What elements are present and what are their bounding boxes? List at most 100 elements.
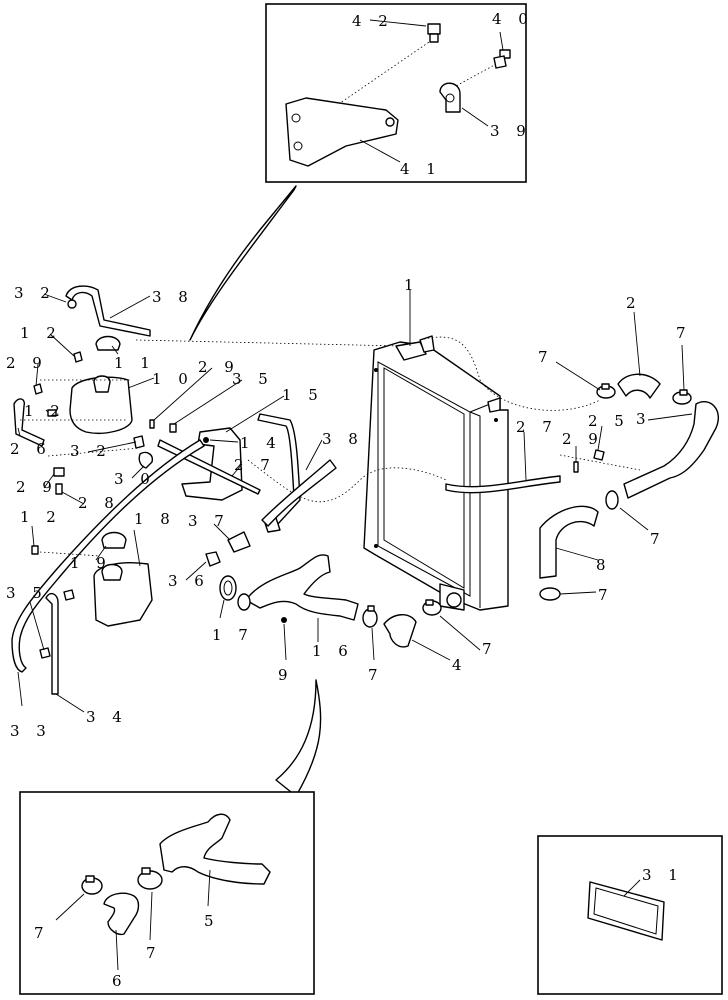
seal-31 bbox=[587, 881, 665, 941]
label-9: 9 bbox=[278, 666, 294, 684]
label-17: 1 7 bbox=[212, 626, 254, 644]
label-12: 1 2 bbox=[20, 324, 62, 342]
bottom-inset-hose-detail: 5 6 7 7 bbox=[19, 791, 315, 995]
label-39: 3 9 bbox=[490, 122, 532, 140]
hose-clamp-17 bbox=[219, 575, 237, 601]
label-7: 7 bbox=[368, 666, 384, 684]
leader bbox=[231, 463, 243, 477]
leader bbox=[61, 491, 85, 505]
label-31: 3 1 bbox=[642, 866, 684, 884]
hose-clamp-7 bbox=[422, 599, 442, 616]
fitting-12 bbox=[47, 409, 57, 417]
bolt-40 bbox=[493, 49, 511, 69]
label-32: 3 2 bbox=[70, 442, 112, 460]
fitting-29 bbox=[33, 383, 43, 395]
cap-11 bbox=[95, 335, 121, 351]
label-33: 3 3 bbox=[10, 722, 52, 740]
label-41: 4 1 bbox=[400, 160, 442, 178]
leader bbox=[153, 367, 213, 421]
hose-clamp-7 bbox=[596, 383, 616, 399]
hose-4 bbox=[383, 614, 417, 648]
bottom-right-inset-seal-detail: 3 1 bbox=[537, 835, 723, 995]
fitting-35 bbox=[169, 423, 177, 433]
elbow-hose-6 bbox=[103, 892, 140, 936]
leader bbox=[559, 591, 597, 595]
label-26: 2 6 bbox=[10, 440, 52, 458]
label-11: 1 1 bbox=[114, 354, 156, 372]
leader bbox=[461, 107, 489, 127]
hose-8-lower bbox=[539, 505, 599, 579]
bracket-14 bbox=[181, 427, 243, 501]
tube-33 bbox=[11, 439, 205, 673]
label-19: 1 9 bbox=[70, 554, 112, 572]
leader bbox=[55, 693, 85, 713]
leader bbox=[597, 425, 603, 451]
leader bbox=[359, 139, 401, 163]
cap-19 bbox=[101, 531, 127, 549]
label-7: 7 bbox=[650, 530, 666, 548]
label-12: 1 2 bbox=[24, 402, 66, 420]
label-2: 2 bbox=[626, 294, 642, 312]
leader bbox=[49, 333, 75, 357]
label-10: 1 0 bbox=[152, 370, 194, 388]
alignment-line bbox=[419, 336, 601, 411]
leader bbox=[523, 431, 527, 481]
fitting-28 bbox=[55, 483, 63, 495]
leader bbox=[283, 623, 287, 661]
leader bbox=[439, 615, 481, 651]
fitting-12 bbox=[31, 545, 39, 555]
leader bbox=[219, 599, 225, 619]
tube-27-right bbox=[445, 475, 561, 494]
leader bbox=[173, 379, 243, 425]
clamp-39 bbox=[439, 82, 461, 113]
fitting-37 bbox=[227, 531, 251, 553]
leader bbox=[31, 525, 35, 547]
label-29: 2 9 bbox=[562, 430, 604, 448]
fitting-12 bbox=[73, 351, 83, 363]
alignment-line bbox=[329, 39, 433, 111]
label-38: 3 8 bbox=[322, 430, 364, 448]
tube-34 bbox=[45, 592, 59, 695]
label-7: 7 bbox=[34, 924, 50, 942]
label-7: 7 bbox=[598, 586, 614, 604]
label-7: 7 bbox=[538, 348, 554, 366]
leader bbox=[109, 295, 151, 319]
clamp-35 bbox=[39, 647, 51, 659]
fitting-29 bbox=[149, 419, 155, 429]
label-29: 2 9 bbox=[198, 358, 240, 376]
leader bbox=[43, 473, 55, 489]
reservoir-cap-neck bbox=[101, 563, 123, 581]
reservoir-cap-neck bbox=[93, 375, 111, 393]
leader bbox=[225, 395, 285, 433]
top-inset-bracket-detail: 4 2 4 0 3 9 4 1 bbox=[265, 3, 534, 183]
hose-clamp-7 bbox=[237, 593, 251, 611]
leader bbox=[185, 561, 207, 581]
leader bbox=[633, 311, 641, 377]
hose-2-elbow bbox=[617, 373, 661, 399]
alignment-line bbox=[135, 339, 401, 347]
leader bbox=[43, 293, 67, 303]
hose-clamp-7 bbox=[605, 490, 619, 510]
leader bbox=[207, 869, 211, 907]
tube-38-center bbox=[261, 459, 337, 527]
hose-clamp-7 bbox=[539, 587, 561, 601]
label-40: 4 0 bbox=[492, 10, 534, 28]
hose-clamp-7 bbox=[362, 605, 378, 628]
leader bbox=[411, 639, 451, 661]
leader bbox=[369, 19, 427, 27]
label-6: 6 bbox=[112, 972, 128, 990]
leader bbox=[305, 439, 323, 471]
hose-16 bbox=[245, 554, 359, 621]
hose-clamp-7 bbox=[672, 389, 692, 405]
label-29: 2 9 bbox=[6, 354, 48, 372]
label-14: 1 4 bbox=[240, 434, 282, 452]
fitting-29 bbox=[573, 461, 579, 473]
leader bbox=[17, 671, 23, 707]
leader bbox=[35, 363, 39, 387]
label-42: 4 2 bbox=[352, 12, 394, 30]
clamp-32 bbox=[67, 299, 77, 309]
plug-9 bbox=[281, 617, 287, 623]
leader bbox=[149, 891, 153, 941]
alignment-line bbox=[47, 447, 141, 457]
leader bbox=[499, 31, 504, 51]
